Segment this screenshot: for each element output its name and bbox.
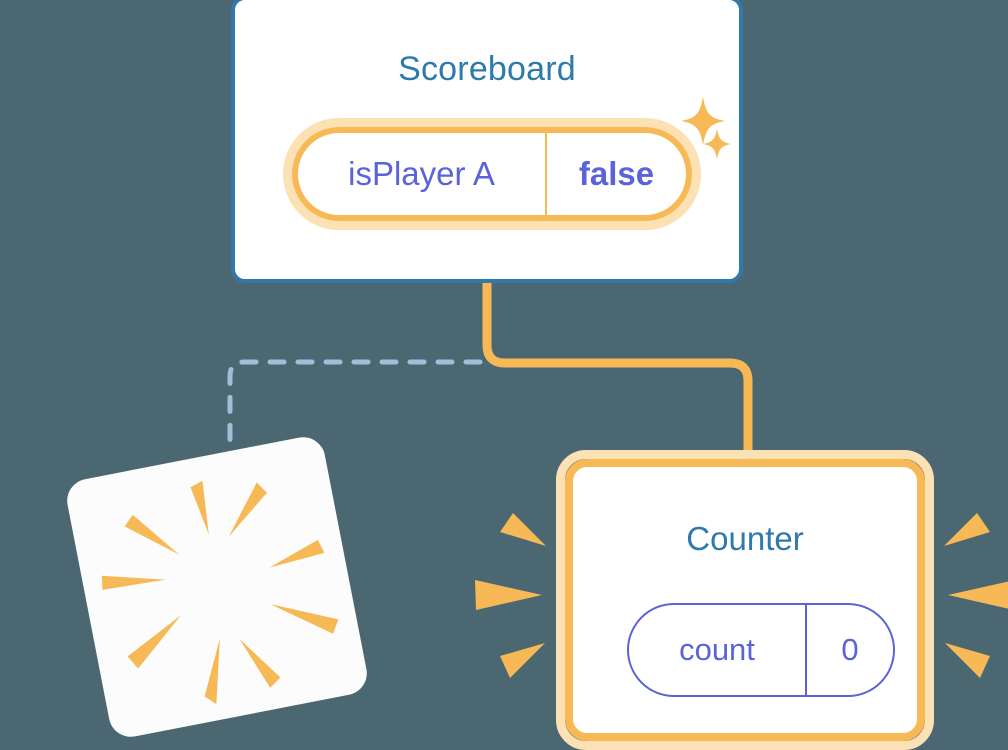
pill-outer-halo xyxy=(283,118,701,230)
counter-burst-rays-right xyxy=(944,513,1008,678)
counter-state-value: 0 xyxy=(841,632,859,667)
scoreboard-state-key: isPlayer A xyxy=(298,133,547,215)
counter-title: Counter xyxy=(686,520,804,557)
counter-state-pill[interactable]: count 0 xyxy=(627,603,895,697)
connector-solid-to-counter xyxy=(482,275,753,467)
counter-state-key: count xyxy=(629,605,807,695)
counter-burst-rays-left xyxy=(475,513,546,678)
sparkle-small-icon xyxy=(703,129,731,159)
scoreboard-state-value: false xyxy=(578,155,655,192)
scoreboard-card[interactable]: Scoreboard isPlayer A false xyxy=(231,0,743,283)
scoreboard-title: Scoreboard xyxy=(398,50,576,88)
sparkle-large-icon xyxy=(681,97,725,145)
blank-card-burst-rays xyxy=(101,480,339,705)
pill-inner-ring: isPlayer A false xyxy=(292,127,692,221)
counter-card[interactable]: Counter count 0 xyxy=(556,450,934,750)
counter-pill-outline: count 0 xyxy=(627,603,895,697)
counter-card-inner: Counter count 0 xyxy=(565,459,925,741)
scoreboard-state-pill[interactable]: isPlayer A false xyxy=(283,118,701,230)
blank-card[interactable] xyxy=(63,433,371,741)
